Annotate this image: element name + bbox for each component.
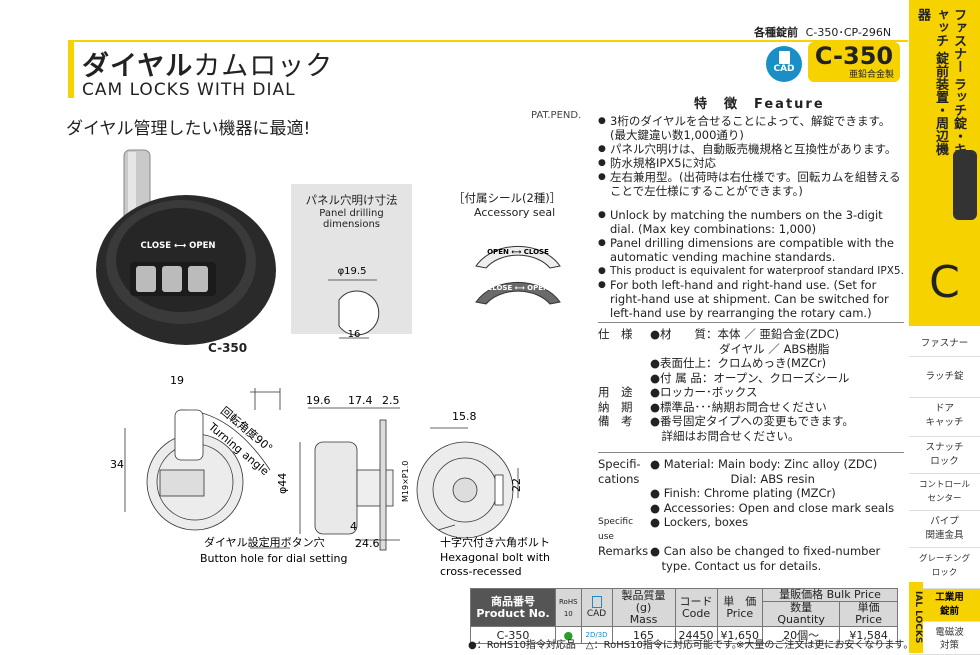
seal-illustration: OPEN ⟷ CLOSE CLOSE ⟷ OPEN [475,245,561,305]
dim-15-8: 15.8 [452,410,477,423]
product-label: C-350 [208,341,248,355]
th-bulk: 量販価格 Bulk Price [762,588,898,602]
sidebar-item-latch[interactable]: ラッチ錠 [909,357,980,398]
seal-text-2: CLOSE ⟷ OPEN [487,284,549,292]
sidebar-item-control[interactable]: コントロール センター [909,474,980,511]
cad-label: CAD [773,64,795,74]
features-jp: 3桁のダイヤルを合せることによって、解錠できます。(最大鍵違い数1,000通り)… [598,114,904,198]
panel-subtitle: Panel drilling dimensions [319,208,384,230]
document-icon [778,51,790,64]
feature-jp-3: 防水規格IPX5に対応 [598,156,904,170]
sidebar-top: ファスナー ラッチ錠・キャッチ 錠前装置・周辺機器 [909,0,980,240]
dial-wheel-3 [188,266,208,292]
feature-en-4: For both left-hand and right-hand use. (… [598,278,904,320]
key-lock-icon [953,150,977,220]
table-row: C-350 ● 2D/3D 165 24450 ¥1,650 20個〜 ¥1,5… [470,626,898,644]
cad-doc-icon [591,595,602,608]
dim-4: 4 [350,520,357,533]
specs-divider [598,452,904,453]
dim-width: 16 [348,329,361,340]
spec-en-use: Specific use● Lockers, boxes [598,515,749,542]
spec-en-spec: Specifi- cations ● Material: Main body: … [598,457,895,515]
page-title-jp: ダイヤルカムロック [82,51,334,82]
feature-jp-2: パネル穴明けは、自動販売機規格と互換性があります。 [598,142,904,156]
cad-icon[interactable]: CAD [766,46,802,82]
features-en: Unlock by matching the numbers on the 3-… [598,208,904,320]
spec-jp-delivery: 納 期●標準品･･･納期お問合せください [598,399,827,414]
feature-en-1: Unlock by matching the numbers on the 3-… [598,208,904,236]
material-note: 亜鉛合金製 [848,70,894,80]
th-mass: 製品質量(g)Mass [611,588,676,627]
panel-drilling-box: パネル穴明け寸法 Panel drilling dimensions φ19.5… [291,184,412,340]
seal-title: ［付属シール(2種)］ [453,191,562,205]
seal-subtitle: Accessory seal [474,206,556,219]
dim-24-6: 24.6 [355,537,380,550]
technical-drawing: 19 34 回転角度90° Turning angle 19.6 17.4 2.… [110,374,550,578]
sidebar: ファスナー ラッチ錠・キャッチ 錠前装置・周辺機器 C ファスナー ラッチ錠 ド… [909,0,980,655]
spec-jp-remarks: 備 考 ●番号固定タイプへの変更もできます。 詳細はお問合せください。 [598,414,854,443]
dim-2-5: 2.5 [382,394,400,407]
specs-jp: 仕 様 ●材 質：本体 ／ 亜鉛合金(ZDC) ダイヤル ／ ABS樹脂 ●表面… [598,327,908,443]
dim-17-4: 17.4 [348,394,373,407]
sidebar-item-pipe[interactable]: パイプ 関連金具 [909,511,980,548]
spec-jp-use: 用 途●ロッカー･ボックス [598,385,758,399]
seal-text-1: OPEN ⟷ CLOSE [487,248,549,256]
th-qty: 数量 Quantity [762,601,841,627]
caption-button-hole-jp: ダイヤル設定用ボタン穴 [204,535,325,549]
series-label: 各種錠前 C-350･CP-296N [754,26,892,39]
specs-en: Specifi- cations ● Material: Main body: … [598,457,908,573]
dial-wheel-1 [136,266,156,292]
vertical-tab: IAL LOCKS [909,582,923,653]
page-title-en: CAM LOCKS WITH DIAL [82,80,296,100]
dim-m19: M19×P1.0 [401,461,410,502]
catchphrase: ダイヤル管理したい機器に最適! [66,119,311,139]
footnote-left: ●：RoHS10指令対応品 △：RoHS10指令に対応可能です。 [468,640,742,651]
feature-en-3: This product is equivalent for waterproo… [598,264,904,278]
spec-jp-spec: 仕 様 ●材 質：本体 ／ 亜鉛合金(ZDC) ダイヤル ／ ABS樹脂 ●表面… [598,327,850,385]
caption-bolt-jp: 十字穴付き六角ボルト [440,535,550,549]
sidebar-category: ファスナー ラッチ錠・キャッチ 錠前装置・周辺機器 [915,8,966,156]
features-divider [598,322,904,323]
feature-jp-4: 左右兼用型。(出荷時は右仕様です。回転カムを組替えることで左仕様にすることができ… [598,170,904,198]
product-photo: CLOSE ⟷ OPEN [96,149,276,345]
seal-open-close [475,245,561,269]
caption-bolt-en-2: cross-recessed [440,565,522,578]
sidebar-item-grating[interactable]: グレーチング ロック [909,548,980,589]
th-cad: CAD [580,588,613,627]
seal-close-open [475,281,561,305]
panel-title: パネル穴明け寸法 [305,193,398,207]
spec-en-remarks: Remarks ● Can also be changed to fixed-n… [598,544,881,573]
dim-22: 22 [510,478,523,492]
features-heading: 特 徴 Feature [694,97,825,112]
panel-hole [338,290,380,336]
dim-19-6: 19.6 [306,394,331,407]
sidebar-item-door-catch[interactable]: ドア キャッチ [909,398,980,437]
caption-button-hole-en: Button hole for dial setting [200,552,347,565]
pat-pend: PAT.PEND. [531,110,582,121]
sidebar-item-snatch[interactable]: スナッチ ロック [909,437,980,474]
dim-34: 34 [110,458,124,471]
model-badge: C-350 亜鉛合金製 [808,42,900,82]
dim-44: φ44 [276,473,289,494]
caption-bolt-en-1: Hexagonal bolt with [440,551,550,564]
sidebar-letter: C [909,240,980,326]
footnote-right: ※大量のご注文は更にお安くなります。 [736,640,914,651]
feature-jp-1: 3桁のダイヤルを合せることによって、解錠できます。(最大鍵違い数1,000通り) [598,114,904,142]
title-accent-bar [68,40,74,98]
feature-en-2: Panel drilling dimensions are compatible… [598,236,904,264]
th-unit: 単価 Price [839,601,898,627]
dial-marking: CLOSE ⟷ OPEN [141,241,216,251]
header-rule [68,40,908,42]
dial-wheel-2 [162,266,182,292]
sidebar-item-fastener[interactable]: ファスナー [909,332,980,357]
dim-diameter: φ19.5 [338,266,367,277]
dim-19: 19 [170,374,184,387]
model-number: C-350 [814,42,894,70]
